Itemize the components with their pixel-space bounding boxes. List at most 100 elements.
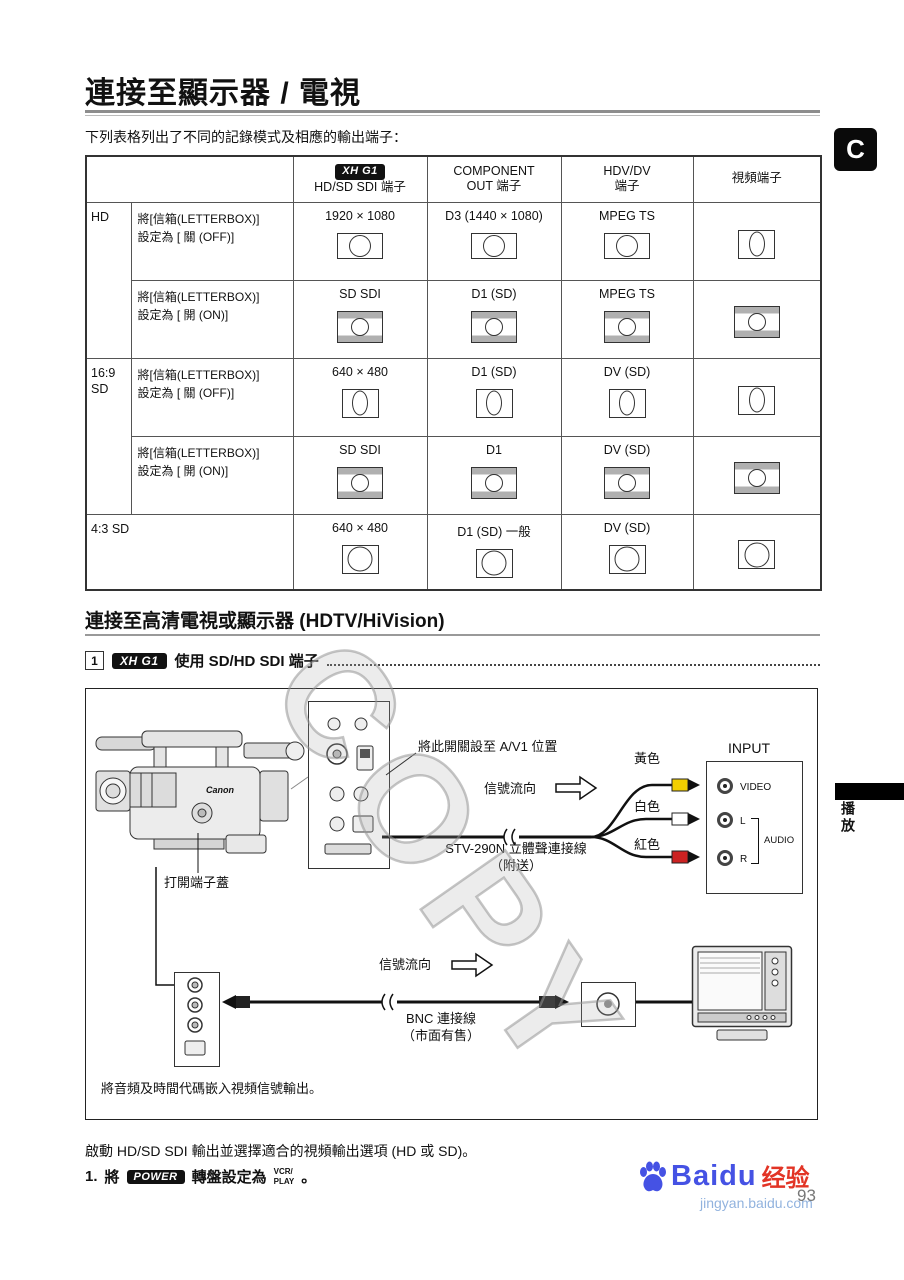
- mode-cell: HD: [85, 201, 132, 359]
- title-rule: [85, 110, 820, 113]
- aspect-ratio-icon: [738, 229, 776, 259]
- value-cell: D1 (SD): [426, 357, 562, 437]
- value-text: DV (SD): [603, 520, 651, 535]
- setting-line: 將[信箱(LETTERBOX)]: [137, 445, 260, 460]
- value-text: MPEG TS: [598, 286, 656, 301]
- aspect-ratio-icon: [608, 388, 646, 418]
- column-header-text: 端子: [614, 179, 640, 194]
- input-panel-title: INPUT: [728, 740, 770, 756]
- side-section-label: 播放: [840, 801, 856, 835]
- signal-flow-label: 信號流向: [379, 957, 432, 972]
- aspect-ratio-icon: [738, 385, 776, 415]
- step-number-box: 1: [85, 651, 104, 670]
- value-cell: DV (SD): [560, 513, 694, 591]
- value-cell: MPEG TS: [560, 279, 694, 359]
- cable-name: BNC 連接線: [405, 1011, 477, 1026]
- dotted-rule: [326, 655, 820, 666]
- column-header-text: HDV/DV: [603, 163, 651, 178]
- power-badge: POWER: [126, 1169, 185, 1184]
- step-text: 。: [301, 1169, 317, 1186]
- setting-line: 設定為 [ 關 (OFF)]: [137, 229, 235, 244]
- table-corner-cell: [85, 155, 294, 203]
- table-row: 將[信箱(LETTERBOX)] 設定為 [ 開 (ON)] SD SDI D1…: [86, 279, 822, 359]
- setting-line: 設定為 [ 關 (OFF)]: [137, 385, 235, 400]
- audio-r-label: R: [740, 854, 748, 865]
- video-jack-label: VIDEO: [740, 782, 772, 793]
- step-text: 將: [104, 1169, 120, 1186]
- page-title: 連接至顯示器 / 電視: [85, 77, 362, 110]
- aspect-ratio-icon: [337, 466, 383, 499]
- camera-brand-text: Canon: [206, 785, 235, 795]
- step-title: 使用 SD/HD SDI 端子: [174, 653, 319, 670]
- value-text: D1: [486, 442, 502, 457]
- dial-line: VCR/: [273, 1167, 293, 1177]
- bnc-panel-jacks: [184, 977, 206, 1056]
- value-cell: MPEG TS: [560, 201, 694, 281]
- value-cell: 1920 × 1080: [292, 201, 428, 281]
- table-row: 4:3 SD 640 × 480 D1 (SD) 一般 DV (SD): [85, 513, 822, 591]
- aspect-ratio-icon: [733, 306, 780, 338]
- mode-cell: 16:9 SD: [85, 357, 132, 515]
- video-jack-icon: [717, 778, 733, 794]
- section-heading: 連接至高清電視或顯示器 (HDTV/HiVision): [85, 611, 445, 632]
- terminal-panel-jacks: [324, 717, 374, 855]
- bnc-cable-label: BNC 連接線 （市面有售）: [361, 1011, 521, 1045]
- aspect-ratio-icon: [604, 232, 650, 259]
- column-header-sdi: XH G1 HD/SD SDI 端子: [292, 155, 428, 203]
- aspect-ratio-icon: [471, 232, 517, 259]
- aspect-ratio-icon: [341, 544, 379, 574]
- value-cell: DV (SD): [560, 435, 694, 515]
- terminal-panel-inset: [308, 701, 390, 869]
- value-cell: D1: [426, 435, 562, 515]
- column-header-component: COMPONENT OUT 端子: [426, 155, 562, 203]
- value-cell: D1 (SD): [426, 279, 562, 359]
- column-header-text: HD/SD SDI 端子: [314, 179, 406, 194]
- stereo-cable-label: STV-290N 立體聲連接線 （附送）: [416, 841, 616, 875]
- aspect-ratio-icon: [733, 462, 780, 494]
- value-text: DV (SD): [603, 364, 651, 379]
- yellow-plug-label: 黃色: [634, 751, 661, 766]
- jingyan-logo-text: 经验: [761, 1165, 810, 1192]
- value-cell: D3 (1440 × 1080): [426, 201, 562, 281]
- aspect-ratio-icon: [475, 548, 513, 578]
- column-header-hdvdv: HDV/DV 端子: [560, 155, 694, 203]
- value-text: D1 (SD) 一般: [457, 524, 531, 539]
- bnc-panel-inset: [174, 972, 220, 1067]
- step-text: 轉盤設定為: [191, 1169, 267, 1186]
- value-cell: [692, 279, 822, 359]
- value-text: SD SDI: [339, 442, 381, 457]
- value-text: SD SDI: [339, 286, 381, 301]
- aspect-ratio-icon: [475, 388, 513, 418]
- column-header-text: OUT 端子: [466, 179, 522, 194]
- value-cell: 640 × 480: [292, 513, 428, 591]
- input-panel: VIDEO L R AUDIO: [706, 761, 803, 894]
- intro-text: 下列表格列出了不同的記錄模式及相應的輸出端子：: [85, 129, 407, 145]
- aspect-ratio-icon: [337, 310, 383, 343]
- camcorder-illustration: Canon: [95, 730, 305, 854]
- page-number: 93: [797, 1186, 816, 1205]
- value-text: D1 (SD): [471, 364, 517, 379]
- monitor-illustration: [691, 945, 793, 1041]
- value-cell: DV (SD): [560, 357, 694, 437]
- audio-bracket: [751, 818, 759, 864]
- aspect-ratio-icon: [341, 388, 379, 418]
- table-row: 16:9 SD 將[信箱(LETTERBOX)] 設定為 [ 關 (OFF)] …: [85, 357, 822, 515]
- side-section-bar: [835, 783, 904, 800]
- setting-cell: 將[信箱(LETTERBOX)] 設定為 [ 開 (ON)]: [130, 435, 294, 515]
- white-plug-label: 白色: [634, 799, 661, 814]
- baidu-branding: Baidu 经验 jingyan.baidu.com: [638, 1158, 813, 1211]
- setting-line: 設定為 [ 開 (ON)]: [137, 307, 229, 322]
- value-cell: 640 × 480: [292, 357, 428, 437]
- dial-position-label: VCR/ PLAY: [274, 1167, 295, 1185]
- aspect-ratio-icon: [337, 232, 383, 259]
- value-text: DV (SD): [603, 442, 651, 457]
- value-cell: [692, 201, 822, 281]
- setting-cell: 將[信箱(LETTERBOX)] 設定為 [ 關 (OFF)]: [130, 201, 294, 281]
- value-cell: SD SDI: [292, 279, 428, 359]
- xhg1-badge: XH G1: [335, 164, 385, 180]
- closing-instruction: 啟動 HD/SD SDI 輸出並選擇適合的視頻輸出選項 (HD 或 SD)。: [85, 1143, 477, 1159]
- value-cell: SD SDI: [292, 435, 428, 515]
- switch-note: 將此開關設至 A/V1 位置: [418, 739, 558, 754]
- baidu-logo-text: Baidu: [671, 1160, 757, 1192]
